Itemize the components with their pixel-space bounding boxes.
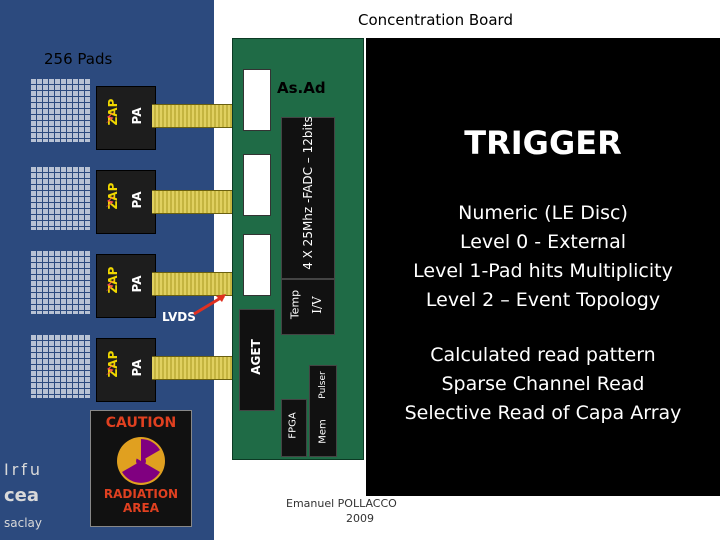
mem-pulser-chip: Pulser Mem (309, 365, 337, 457)
zap-pa-chip: ZAP ⚡ PA (96, 254, 156, 318)
trigger-title: TRIGGER (464, 124, 622, 162)
asad-board: As.Ad 4 X 25Mhz -FADC – 12bits Temp I/V … (232, 38, 364, 460)
pad-grid (30, 78, 90, 142)
pa-label: PA (130, 191, 144, 209)
lightning-icon: ⚡ (105, 277, 116, 295)
caution-sign: CAUTION RADIATION AREA (90, 410, 192, 527)
pad-area (30, 70, 214, 400)
pad-grid (30, 166, 90, 230)
lvds-arrow-icon (193, 294, 226, 316)
iv-label: I/V (310, 296, 324, 314)
radiation-icon (117, 437, 165, 485)
connector-slot (243, 154, 271, 216)
aget-label: AGET (249, 339, 263, 375)
pa-label: PA (130, 275, 144, 293)
ribbon-cable (152, 356, 246, 380)
asad-title: As.Ad (277, 79, 326, 97)
temp-iv-chip: Temp I/V (281, 279, 335, 335)
zap-pa-chip: ZAP ⚡ PA (96, 338, 156, 402)
pulser-label: Pulser (318, 371, 328, 399)
cea-logo: cea (4, 485, 40, 506)
ribbon-cable (152, 104, 246, 128)
page-title: Concentration Board (358, 11, 513, 29)
lightning-icon: ⚡ (105, 361, 116, 379)
footer-author: Emanuel POLLACCO (286, 497, 397, 510)
trigger-line: Calculated read pattern (430, 344, 656, 366)
logo-block: Irfu cea saclay (4, 460, 84, 540)
trigger-box: TRIGGER Numeric (LE Disc) Level 0 - Exte… (366, 38, 720, 496)
caution-bottom: RADIATION AREA (103, 487, 179, 515)
saclay-logo: saclay (4, 516, 42, 530)
adc-label: 4 X 25Mhz -FADC – 12bits (301, 116, 315, 270)
temp-label: Temp (288, 289, 302, 320)
trigger-line: Level 2 – Event Topology (425, 289, 661, 311)
zap-pa-chip: ZAP ⚡ PA (96, 170, 156, 234)
lightning-icon: ⚡ (105, 193, 116, 211)
lightning-icon: ⚡ (105, 109, 116, 127)
caution-top: CAUTION (105, 415, 177, 431)
trigger-line: Selective Read of Capa Array (404, 402, 682, 424)
pa-label: PA (130, 107, 144, 125)
fpga-label: FPGA (287, 412, 299, 439)
ribbon-cable (152, 190, 246, 214)
trigger-line: Sparse Channel Read (441, 373, 645, 395)
connector-slot (243, 69, 271, 131)
fpga-chip: FPGA (281, 399, 307, 457)
trigger-line: Level 1-Pad hits Multiplicity (413, 260, 673, 282)
aget-chip: AGET (239, 309, 275, 411)
pa-label: PA (130, 359, 144, 377)
trigger-line: Level 0 - External (459, 231, 627, 253)
lvds-label: LVDS (162, 310, 196, 324)
ribbon-cable (152, 272, 246, 296)
connector-slot (243, 234, 271, 296)
pad-grid (30, 334, 90, 398)
pads-label: 256 Pads (44, 50, 113, 68)
zap-pa-chip: ZAP ⚡ PA (96, 86, 156, 150)
footer-year: 2009 (346, 512, 374, 525)
adc-chip: 4 X 25Mhz -FADC – 12bits (281, 116, 335, 279)
irfu-logo: Irfu (4, 460, 44, 479)
trigger-line: Numeric (LE Disc) (458, 202, 628, 224)
pad-grid (30, 250, 90, 314)
mem-label: Mem (317, 419, 329, 444)
